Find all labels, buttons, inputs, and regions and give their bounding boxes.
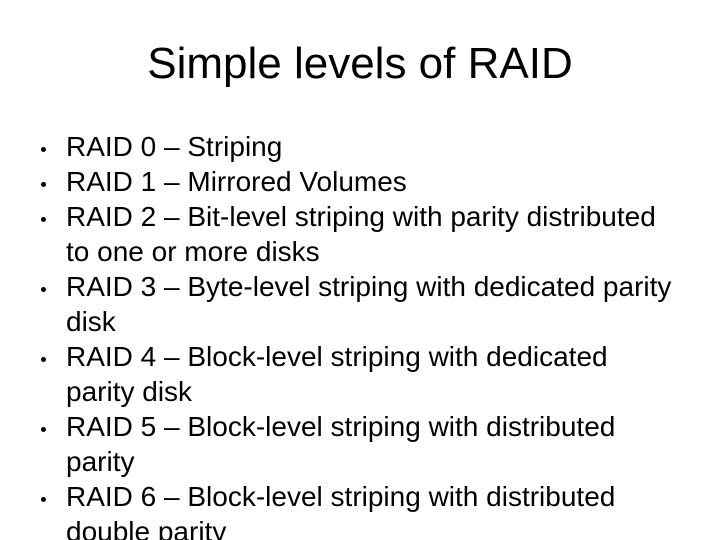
- bullet-item: RAID 0 – Striping: [40, 129, 677, 164]
- bullet-text: RAID 0 – Striping: [66, 131, 283, 162]
- bullet-dot-icon: [41, 147, 46, 152]
- bullet-item: RAID 4 – Block-level striping with dedic…: [40, 339, 677, 409]
- bullet-list: RAID 0 – Striping RAID 1 – Mirrored Volu…: [40, 129, 677, 540]
- bullet-text: RAID 2 – Bit-level striping with parity …: [66, 201, 656, 267]
- bullet-item: RAID 6 – Block-level striping with distr…: [40, 479, 677, 540]
- bullet-item: RAID 3 – Byte-level striping with dedica…: [40, 269, 677, 339]
- bullet-dot-icon: [41, 217, 46, 222]
- bullet-text: RAID 4 – Block-level striping with dedic…: [66, 341, 608, 407]
- slide-title: Simple levels of RAID: [147, 39, 573, 88]
- bullet-dot-icon: [41, 357, 46, 362]
- bullet-item: RAID 5 – Block-level striping with distr…: [40, 409, 677, 479]
- bullet-item: RAID 1 – Mirrored Volumes: [40, 164, 677, 199]
- bullet-dot-icon: [41, 287, 46, 292]
- bullet-text: RAID 6 – Block-level striping with distr…: [66, 481, 616, 540]
- bullet-dot-icon: [41, 182, 46, 187]
- bullet-text: RAID 5 – Block-level striping with distr…: [66, 411, 616, 477]
- bullet-dot-icon: [41, 497, 46, 502]
- bullet-text: RAID 1 – Mirrored Volumes: [66, 166, 407, 197]
- bullet-item: RAID 2 – Bit-level striping with parity …: [40, 199, 677, 269]
- bullet-text: RAID 3 – Byte-level striping with dedica…: [66, 271, 672, 337]
- bullet-dot-icon: [41, 427, 46, 432]
